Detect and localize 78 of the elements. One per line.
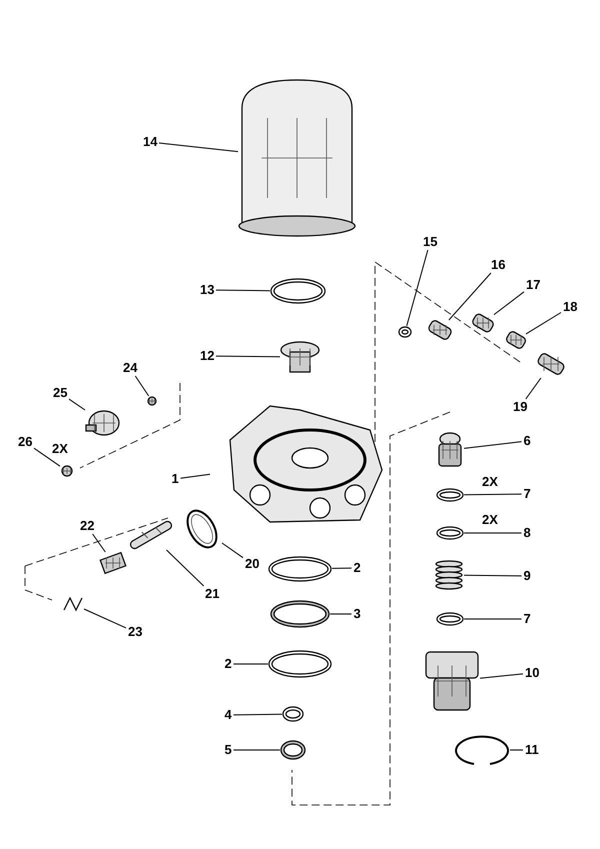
callout-number: 2 (354, 560, 361, 576)
callout-number: 14 (143, 134, 158, 150)
leader-line (464, 574, 522, 576)
leader-line (494, 291, 524, 316)
piston-drawing (436, 432, 464, 468)
leader-line (92, 534, 106, 552)
leader-line (525, 378, 542, 400)
washer-drawing (280, 740, 306, 760)
leader-line (332, 568, 352, 569)
leader-line (448, 272, 492, 320)
leader-line (233, 714, 282, 716)
spring-drawing (434, 560, 464, 590)
leader-line (464, 618, 522, 620)
leader-line (222, 542, 244, 558)
callout-number: 10 (525, 665, 540, 681)
callout-number: 9 (524, 568, 531, 584)
callout-number: 5 (224, 742, 232, 758)
o-ring-drawing (268, 650, 332, 678)
o-ring-drawing (436, 612, 464, 626)
callout-number: 11 (525, 742, 539, 758)
callout-number: 4 (224, 707, 232, 723)
callout-number: 18 (563, 299, 578, 315)
leader-line (464, 441, 522, 449)
leader-line (166, 550, 204, 586)
cap-drawing (280, 340, 320, 374)
screw-drawing (60, 465, 74, 477)
cup-drawing (472, 312, 494, 334)
callout-number: 26 (18, 434, 32, 450)
quantity-label: 2X (482, 512, 498, 528)
callout-number: 8 (524, 525, 531, 541)
callout-number: 7 (524, 611, 531, 627)
o-ring-drawing (398, 326, 412, 338)
leader-line (216, 290, 270, 292)
callout-number: 3 (354, 606, 361, 622)
snap-ring-drawing (454, 734, 510, 766)
o-ring-drawing (436, 526, 464, 540)
quantity-label: 2X (482, 474, 498, 490)
leader-line (134, 376, 150, 396)
callout-number: 23 (128, 624, 142, 640)
leader-line (464, 494, 522, 496)
screw-drawing (147, 396, 157, 406)
callout-number: 6 (524, 433, 531, 449)
o-ring-drawing (436, 488, 464, 502)
callout-number: 24 (123, 360, 138, 376)
leader-line (216, 356, 280, 358)
leader-line (526, 312, 562, 334)
quantity-label: 2X (52, 441, 68, 457)
leader-line (84, 608, 126, 628)
leader-line (68, 398, 86, 410)
callout-number: 16 (491, 257, 506, 273)
connector-drawing (100, 552, 126, 574)
callout-number: 20 (245, 556, 260, 572)
callout-number: 12 (200, 348, 214, 364)
callout-number: 19 (513, 399, 528, 415)
leader-line (34, 448, 60, 467)
leader-line (464, 532, 522, 534)
valve-cartridge-drawing (424, 650, 480, 712)
leader-line (480, 673, 524, 679)
washer-drawing (270, 600, 330, 628)
callout-number: 13 (200, 282, 214, 298)
seal-drawing (506, 330, 526, 350)
o-ring-drawing (268, 556, 332, 582)
callout-number: 17 (526, 277, 540, 293)
callout-number: 15 (423, 234, 438, 250)
leader-line (158, 142, 238, 152)
callout-number: 2 (224, 656, 232, 672)
clip-drawing (62, 596, 84, 612)
callout-number: 25 (53, 385, 68, 401)
plug-drawing (428, 320, 452, 340)
callout-number: 7 (524, 486, 531, 502)
filter-canister-drawing (238, 78, 356, 238)
callout-number: 21 (205, 586, 220, 602)
o-ring-drawing (282, 706, 304, 722)
callout-number: 1 (172, 471, 179, 487)
leader-line (180, 474, 210, 479)
callout-number: 22 (80, 518, 94, 534)
o-ring-drawing (270, 278, 326, 304)
leader-line (406, 250, 428, 326)
